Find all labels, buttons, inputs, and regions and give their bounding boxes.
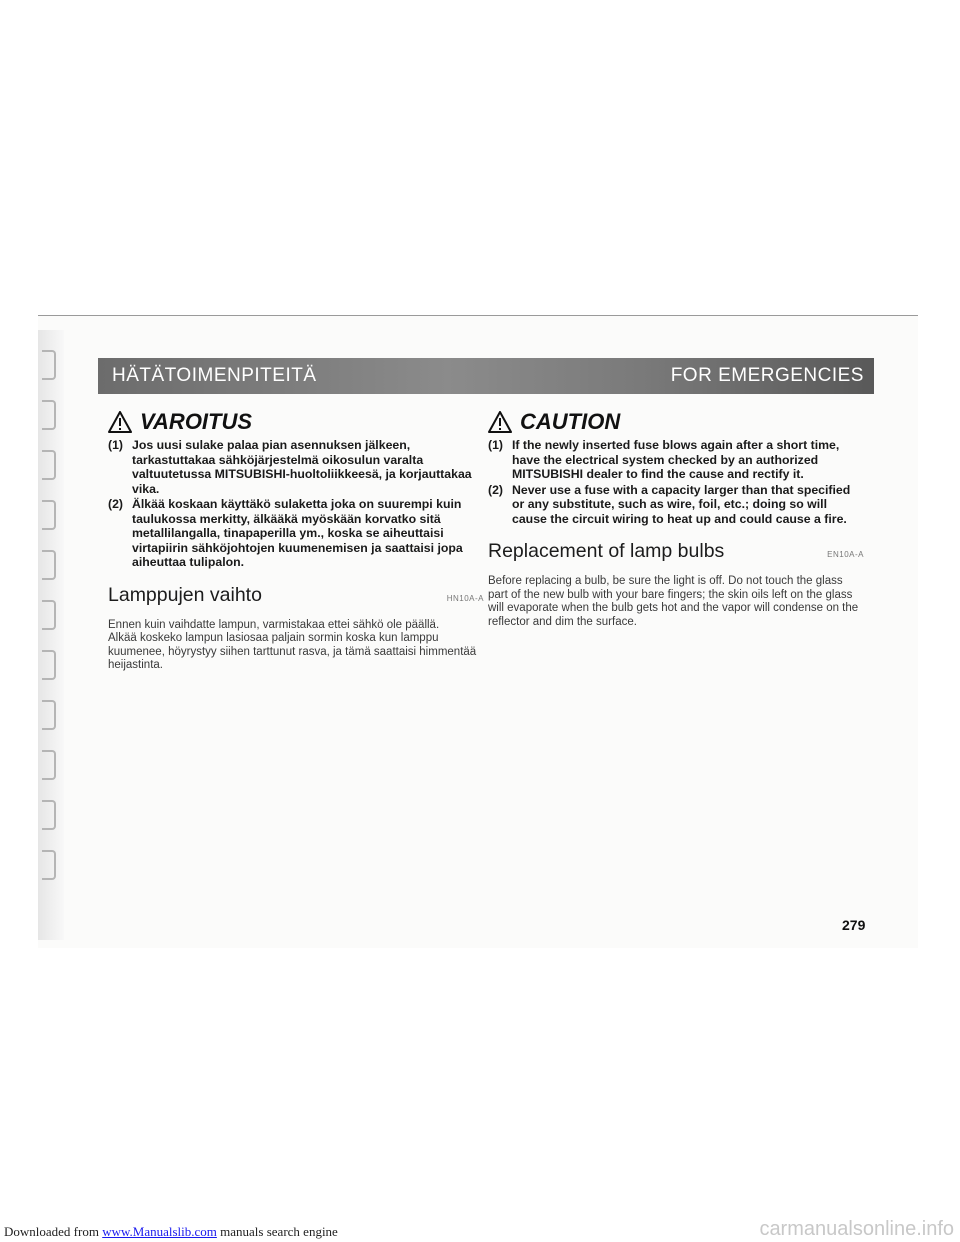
warning-number: (2): [108, 497, 124, 511]
warning-text: Älkää koskaan käyttäkö sulaketta joka on…: [132, 497, 463, 569]
section-body: Ennen kuin vaihdatte lampun, varmistakaa…: [108, 618, 477, 672]
download-credit: Downloaded from www.Manualslib.com manua…: [4, 1224, 338, 1240]
section-code: EN10A-A: [827, 550, 864, 559]
section-body: Before replacing a bulb, be sure the lig…: [488, 575, 859, 628]
caution-heading: CAUTION: [488, 408, 864, 436]
warning-title: VAROITUS: [140, 409, 253, 434]
caution-text: Never use a fuse with a capacity larger …: [512, 482, 851, 526]
download-suffix: manuals search engine: [216, 1224, 338, 1239]
section-title: Lamppujen vaihto: [108, 583, 262, 606]
caution-item: (1) If the newly inserted fuse blows aga…: [488, 438, 864, 482]
binding-spine: [38, 330, 64, 940]
warning-text: Jos uusi sulake palaa pian asennuksen jä…: [132, 438, 472, 496]
page-number: 279: [842, 917, 866, 933]
footer: Downloaded from www.Manualslib.com manua…: [0, 1218, 960, 1242]
caution-number: (2): [488, 482, 504, 497]
warning-item: (1) Jos uusi sulake palaa pian asennukse…: [108, 438, 484, 496]
english-column: CAUTION (1) If the newly inserted fuse b…: [488, 408, 864, 629]
warning-heading: VAROITUS: [108, 408, 484, 436]
download-prefix: Downloaded from: [4, 1224, 103, 1239]
manualslib-link[interactable]: www.Manualslib.com: [102, 1224, 217, 1239]
finnish-column: VAROITUS (1) Jos uusi sulake palaa pian …: [108, 408, 484, 673]
caution-text: If the newly inserted fuse blows again a…: [512, 438, 840, 481]
caution-item: (2) Never use a fuse with a capacity lar…: [488, 483, 864, 527]
warning-triangle-icon: [108, 411, 132, 433]
warning-triangle-icon: [488, 411, 512, 433]
watermark-brand: carmanualsonline.info: [759, 1218, 954, 1240]
section-heading: Replacement of lamp bulbs EN10A-A: [488, 540, 864, 563]
header-title-english: FOR EMERGENCIES: [670, 365, 864, 386]
caution-title: CAUTION: [520, 409, 621, 434]
caution-list: (1) If the newly inserted fuse blows aga…: [488, 438, 864, 526]
manual-page: [38, 315, 918, 948]
warning-item: (2) Älkää koskaan käyttäkö sulaketta jok…: [108, 497, 484, 570]
section-code: HN10A-A: [446, 593, 484, 603]
section-header-band: HÄTÄTOIMENPITEITÄ FOR EMERGENCIES: [98, 358, 874, 394]
warning-number: (1): [108, 438, 124, 452]
caution-number: (1): [488, 438, 504, 452]
header-title-finnish: HÄTÄTOIMENPITEITÄ: [112, 365, 317, 386]
section-title: Replacement of lamp bulbs: [488, 540, 725, 562]
warning-list: (1) Jos uusi sulake palaa pian asennukse…: [108, 438, 484, 570]
section-heading: Lamppujen vaihto HN10A-A: [108, 584, 484, 607]
